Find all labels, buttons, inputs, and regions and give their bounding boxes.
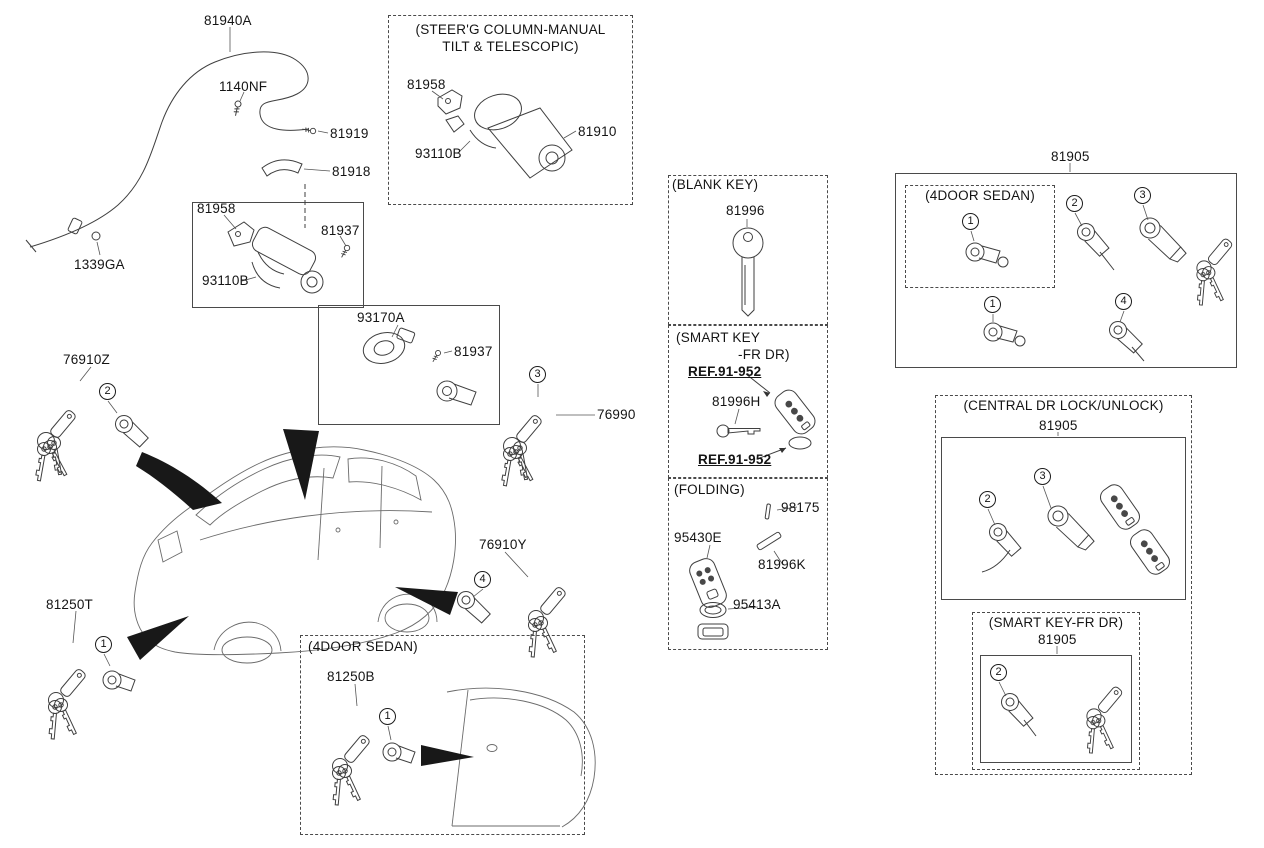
callout-4-door: 4	[474, 571, 491, 588]
part-label-81250T: 81250T	[46, 597, 93, 612]
part-label-81250B: 81250B	[327, 669, 375, 684]
keyset-76910Y	[526, 586, 567, 657]
part-label-76910Y: 76910Y	[479, 537, 527, 552]
key-set-box-81905	[895, 173, 1237, 368]
part-label-81910: 81910	[578, 124, 617, 139]
key-switch-box	[318, 305, 500, 425]
steering-box-title-line2: TILT & TELESCOPIC)	[442, 39, 579, 54]
ref-link-91-952-lower[interactable]: REF.91-952	[698, 452, 772, 467]
cable-assembly-81940A-drawing	[25, 51, 317, 253]
steering-column-drawing	[437, 89, 573, 179]
part-label-81940A: 81940A	[204, 13, 252, 28]
callout-4-right: 4	[1115, 293, 1132, 310]
part-label-81919: 81919	[330, 126, 369, 141]
part-label-98175: 98175	[781, 500, 820, 515]
part-label-93110B-assembly: 93110B	[202, 273, 249, 288]
part-label-81996: 81996	[726, 203, 765, 218]
part-label-76910Z: 76910Z	[63, 352, 110, 367]
vehicle-drawing	[133, 446, 456, 664]
keyset-76910Z	[32, 409, 77, 482]
steering-box-title-line1: (STEER'G COLUMN-MANUAL	[415, 22, 606, 37]
callout-3-keyset: 3	[529, 366, 546, 383]
part-label-81918: 81918	[332, 164, 371, 179]
sedan-4door-box-right	[905, 185, 1055, 288]
part-label-81905-top: 81905	[1051, 149, 1090, 164]
ignition-assembly-box	[192, 202, 364, 308]
part-label-1140NF: 1140NF	[219, 79, 268, 94]
central-lock-set-drawing	[981, 480, 1174, 579]
ref-link-91-952-upper[interactable]: REF.91-952	[688, 364, 762, 379]
smart-key-box	[668, 325, 828, 478]
door-lock-76910Y	[452, 587, 495, 625]
part-label-1339GA: 1339GA	[74, 257, 125, 272]
blank-key-81996-drawing	[732, 227, 764, 317]
part-label-81937-assembly: 81937	[321, 223, 360, 238]
central-box-title: (CENTRAL DR LOCK/UNLOCK)	[963, 398, 1164, 413]
door-lock-76910Z	[110, 411, 153, 449]
steering-column-box	[388, 15, 633, 205]
smart-key-fr-dr-box	[972, 612, 1140, 770]
callout-1-right-b: 1	[984, 296, 1001, 313]
key-set-81905-top-drawing	[965, 213, 1233, 362]
sedan-bottom-box-title: (4DOOR SEDAN)	[308, 639, 418, 654]
callout-1-sedan: 1	[379, 708, 396, 725]
part-label-81996H: 81996H	[712, 394, 761, 409]
part-label-76990: 76990	[597, 407, 636, 422]
part-label-81958-assembly: 81958	[197, 201, 236, 216]
smart-fr-box-title: (SMART KEY-FR DR)	[988, 615, 1124, 630]
sedan-right-box-title: (4DOOR SEDAN)	[925, 188, 1035, 203]
leader-lines	[72, 27, 1149, 741]
clamp-81918-drawing	[261, 159, 303, 177]
trunk-lock-81250T-drawing	[46, 668, 136, 739]
part-label-95413A: 95413A	[733, 597, 781, 612]
folding-key-box	[668, 478, 828, 650]
part-label-81905-smart: 81905	[1038, 632, 1077, 647]
folding-box-title: (FOLDING)	[674, 482, 745, 497]
part-label-81905-central: 81905	[1039, 418, 1078, 433]
callout-2-smart: 2	[990, 664, 1007, 681]
central-door-lock-box	[935, 395, 1192, 775]
callout-1-right-a: 1	[962, 213, 979, 230]
key-warning-switch-93170A-drawing	[362, 327, 477, 406]
blank-key-box	[668, 175, 828, 325]
smart-key-fr-dr-inner-box	[980, 655, 1132, 763]
callout-2-central: 2	[979, 491, 996, 508]
smart-key-fr-dr-set-drawing	[995, 686, 1123, 754]
folding-key-drawing	[686, 503, 782, 640]
callout-1-trunk: 1	[95, 636, 112, 653]
smart-key-box-title-line1: (SMART KEY	[676, 330, 761, 345]
ignition-lock-assembly-drawing	[227, 221, 352, 294]
central-door-lock-inner-box	[941, 437, 1186, 600]
pointer-arrows	[127, 429, 474, 766]
trunk-lock-81250B-drawing	[330, 734, 416, 805]
callout-2-door: 2	[99, 383, 116, 400]
part-label-81958-column: 81958	[407, 77, 446, 92]
sedan-4door-box-bottom	[300, 635, 585, 835]
callout-3-central: 3	[1034, 468, 1051, 485]
part-label-93110B-column: 93110B	[415, 146, 462, 161]
part-label-95430E: 95430E	[674, 530, 722, 545]
part-label-81937-switch: 81937	[454, 344, 493, 359]
smart-key-box-title-line2: -FR DR)	[738, 347, 790, 362]
blank-key-box-title: (BLANK KEY)	[672, 177, 759, 192]
part-label-93170A: 93170A	[357, 310, 405, 325]
callout-2-right: 2	[1066, 195, 1083, 212]
callout-3-right: 3	[1134, 187, 1151, 204]
keyset-76990	[498, 414, 543, 487]
part-label-81996K: 81996K	[758, 557, 806, 572]
smart-key-drawing	[716, 373, 820, 460]
